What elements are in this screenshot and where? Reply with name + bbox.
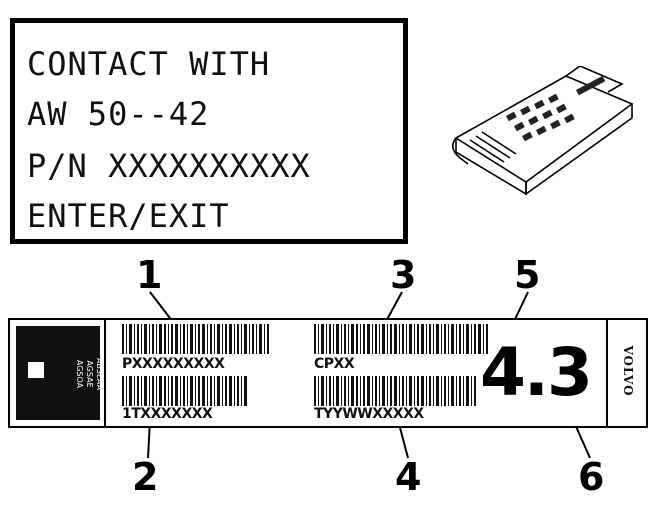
brand-logo-text: VOLVO: [621, 345, 635, 397]
diagnostic-scanner-icon: [452, 66, 634, 196]
callout-6: 6: [578, 455, 605, 499]
callout-3: 3: [390, 253, 417, 297]
display-line-2: AW 50--42: [27, 95, 210, 133]
part-number-code: PXXXXXXXXX: [122, 356, 225, 372]
callout-4: 4: [395, 455, 422, 499]
product-label: 12V ABSEAA AGSAE AGSOA PXXXXXXXXX: [8, 318, 648, 428]
brand-divider: [606, 320, 608, 426]
lcd-display: CONTACT WITH AW 50--42 P/N XXXXXXXXXX EN…: [10, 18, 408, 244]
control-code: CPXX: [314, 356, 355, 372]
date-serial-code: TYYWWXXXXX: [314, 406, 424, 422]
voltage-tab: 12V ABSEAA AGSAE AGSOA: [16, 326, 114, 420]
barcode-3: [314, 324, 488, 354]
barcode-2: [122, 376, 247, 406]
callout-1: 1: [136, 253, 163, 297]
barcode-1: [122, 324, 269, 354]
tab-square-icon: [28, 362, 44, 378]
display-line-4: ENTER/EXIT: [27, 197, 230, 235]
tab-text: 12V ABSEAA AGSAE AGSOA: [75, 357, 114, 391]
callout-5: 5: [514, 253, 541, 297]
display-line-3: P/N XXXXXXXXXX: [27, 147, 311, 185]
display-line-1: CONTACT WITH: [27, 45, 271, 83]
callout-2: 2: [132, 455, 159, 499]
tab-divider: [104, 320, 106, 426]
barcode-4: [314, 376, 476, 406]
brand-block: VOLVO: [614, 330, 642, 418]
serial-code: 1TXXXXXXX: [122, 406, 213, 422]
software-version: 4.3: [480, 334, 593, 411]
